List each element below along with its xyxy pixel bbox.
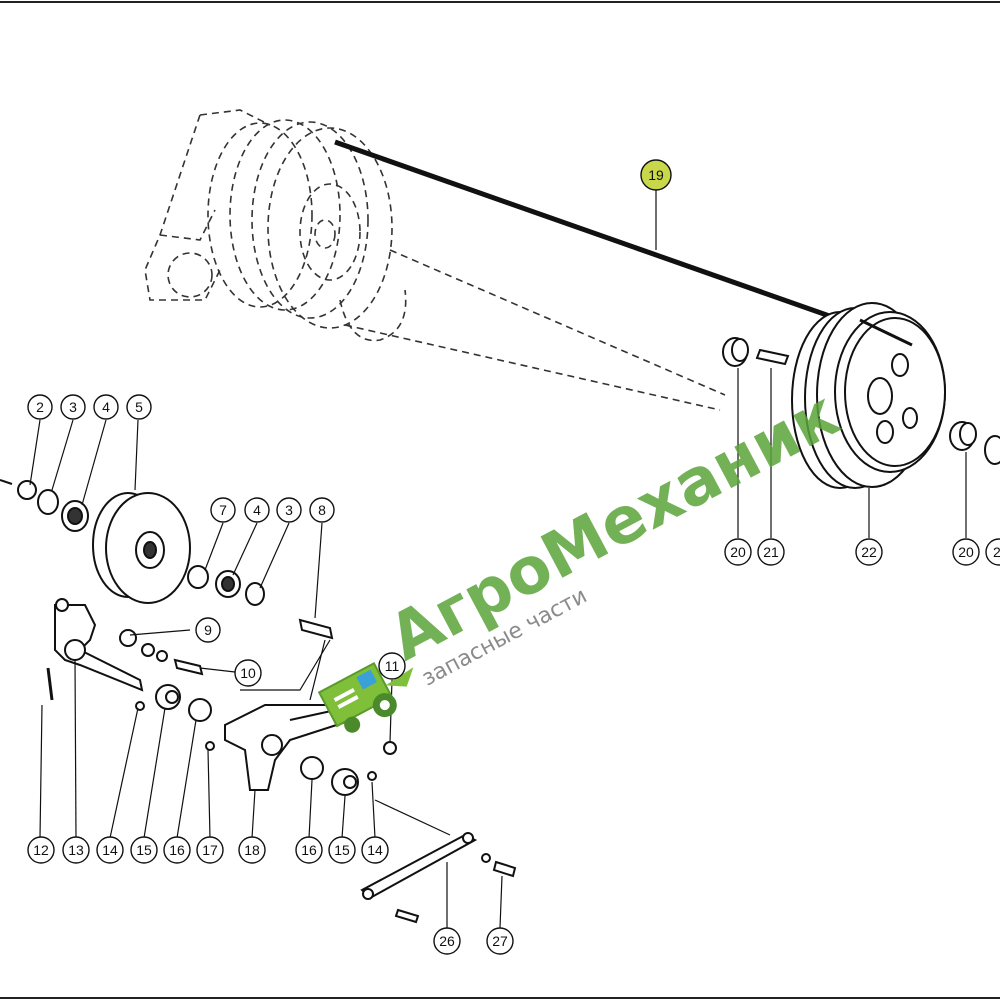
- pulley-22: [791, 302, 946, 489]
- v-belt: [334, 139, 913, 348]
- callout-12: 12: [27, 836, 55, 864]
- callout-17-text: 17: [202, 842, 218, 858]
- callout-3b: 3: [276, 497, 302, 523]
- callout-27: 27: [486, 927, 514, 955]
- callout-26: 26: [433, 927, 461, 955]
- bushing-20-left: [722, 337, 749, 367]
- callout-9: 9: [195, 617, 221, 643]
- callout-14b: 14: [361, 836, 389, 864]
- callout-13-text: 13: [68, 842, 84, 858]
- callout-10-text: 10: [240, 665, 256, 681]
- watermark-brand: АгроМеханик: [378, 377, 851, 676]
- key-21: [755, 348, 790, 366]
- idler-parts: [0, 479, 334, 676]
- callout-21-text: 21: [763, 544, 779, 560]
- callout-18: 18: [238, 836, 266, 864]
- callout-14: 14: [96, 836, 124, 864]
- callout-20b: 20: [952, 538, 980, 566]
- callout-8-text: 8: [318, 502, 326, 518]
- callout-9-text: 9: [204, 622, 212, 638]
- callout-3: 3: [60, 394, 86, 420]
- callout-7: 7: [210, 497, 236, 523]
- callout-27-text: 27: [492, 933, 508, 949]
- engine-pulley-dashed: [144, 109, 726, 411]
- tension-arm-13: [46, 598, 144, 701]
- callout-4b: 4: [244, 497, 270, 523]
- callout-15b-text: 15: [334, 842, 350, 858]
- callout-4b-text: 4: [253, 502, 261, 518]
- callout-21b: 2: [985, 538, 1000, 566]
- bushing-20-right: [949, 421, 1000, 465]
- callout-15: 15: [130, 836, 158, 864]
- callout-21: 21: [757, 538, 785, 566]
- bracket-18: [224, 704, 397, 791]
- callout-4: 4: [93, 394, 119, 420]
- callout-22-text: 22: [861, 544, 877, 560]
- leader-lines: [29, 190, 967, 929]
- callout-13: 13: [62, 836, 90, 864]
- callout-5-text: 5: [135, 399, 143, 415]
- callout-3-text: 3: [69, 399, 77, 415]
- callout-12-text: 12: [33, 842, 49, 858]
- callout-15-text: 15: [136, 842, 152, 858]
- callout-5: 5: [126, 394, 152, 420]
- bushings-right: [300, 756, 377, 796]
- callout-4-text: 4: [102, 399, 110, 415]
- callout-19-text: 19: [648, 167, 664, 183]
- callout-2-text: 2: [36, 399, 44, 415]
- callout-14-text: 14: [102, 842, 118, 858]
- tractor-logo-icon: [317, 661, 414, 733]
- callout-16b: 16: [295, 836, 323, 864]
- callout-15b: 15: [328, 836, 356, 864]
- callout-18-text: 18: [244, 842, 260, 858]
- callout-2: 2: [27, 394, 53, 420]
- link-26: [360, 832, 517, 924]
- callout-19: 19: [640, 159, 672, 191]
- bushings-left: [135, 684, 215, 751]
- callout-16b-text: 16: [301, 842, 317, 858]
- callout-labels: 2 3 4 5 7 4 3 8 9 10 11 12 13 14 15 16 1…: [27, 159, 1000, 955]
- callout-20-text: 20: [730, 544, 746, 560]
- callout-3b-text: 3: [285, 502, 293, 518]
- callout-11: 11: [378, 652, 406, 680]
- callout-16-text: 16: [169, 842, 185, 858]
- callout-14b-text: 14: [367, 842, 383, 858]
- callout-22: 22: [855, 538, 883, 566]
- callout-10: 10: [234, 659, 262, 687]
- callout-11-text: 11: [385, 658, 400, 674]
- callout-7-text: 7: [219, 502, 227, 518]
- callout-21b-text: 2: [993, 544, 1000, 560]
- callout-17: 17: [196, 836, 224, 864]
- callout-20b-text: 20: [958, 544, 974, 560]
- callout-26-text: 26: [439, 933, 455, 949]
- callout-8: 8: [309, 497, 335, 523]
- callout-20: 20: [724, 538, 752, 566]
- callout-16: 16: [163, 836, 191, 864]
